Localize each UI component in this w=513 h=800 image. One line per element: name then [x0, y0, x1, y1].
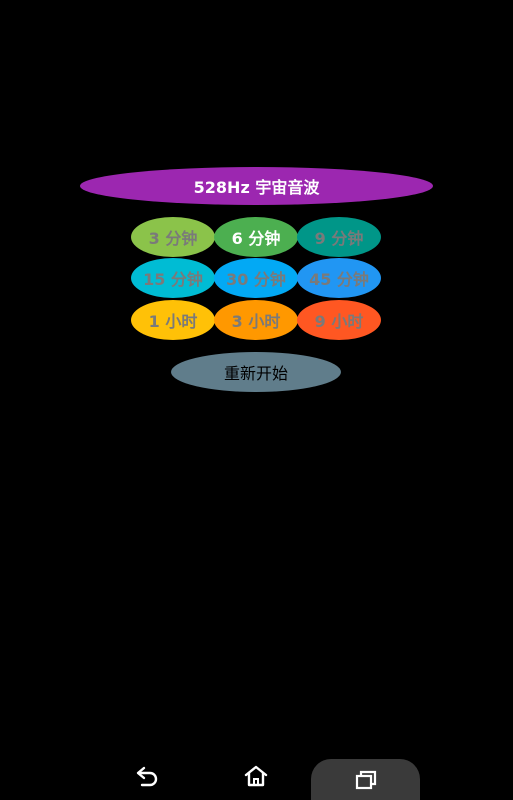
- timer-30-min-button[interactable]: 30 分钟: [214, 258, 298, 298]
- timer-3-min-button[interactable]: 3 分钟: [131, 217, 215, 257]
- timer-6-min-button[interactable]: 6 分钟: [214, 217, 298, 257]
- nav-home-button[interactable]: [220, 752, 292, 800]
- timer-1-hour-button[interactable]: 1 小时: [131, 300, 215, 340]
- timer-9-hour-button[interactable]: 9 小时: [297, 300, 381, 340]
- timer-45-min-button[interactable]: 45 分钟: [297, 258, 381, 298]
- nav-recents-button[interactable]: [311, 759, 420, 800]
- restart-button[interactable]: 重新开始: [171, 352, 341, 392]
- timer-3-hour-button[interactable]: 3 小时: [214, 300, 298, 340]
- recent-apps-icon: [355, 770, 376, 789]
- title-528hz-button[interactable]: 528Hz 宇宙音波: [80, 167, 433, 205]
- timer-9-min-button[interactable]: 9 分钟: [297, 217, 381, 257]
- system-navigation-bar: [0, 752, 513, 800]
- home-icon: [244, 765, 268, 787]
- nav-back-button[interactable]: [112, 752, 184, 800]
- back-icon: [136, 766, 158, 787]
- timer-15-min-button[interactable]: 15 分钟: [131, 258, 215, 298]
